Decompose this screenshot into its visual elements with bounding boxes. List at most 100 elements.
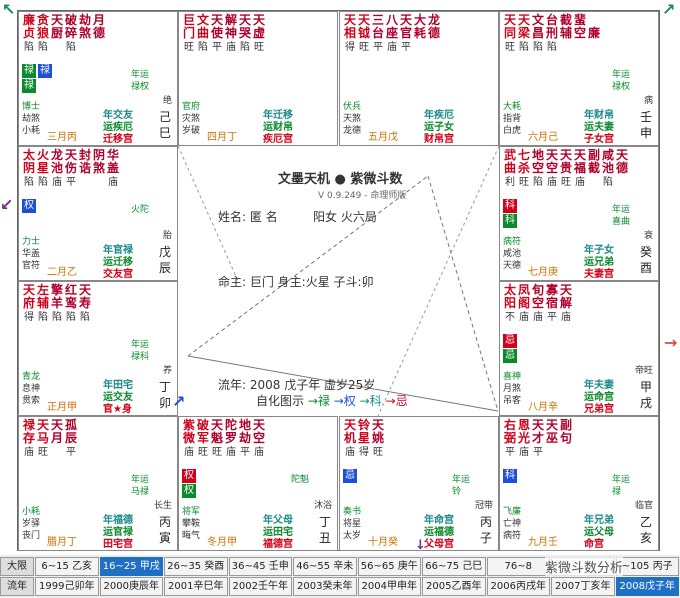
shensha-label: 病符 (503, 237, 522, 247)
palace-year: 年官禄 (103, 245, 133, 256)
life-stage: 长生 (153, 501, 172, 511)
ganzhi: 癸 (639, 245, 652, 259)
ganzhi: 丑 (318, 531, 331, 545)
palace-cell[interactable]: 天铃天机星姚庙得旺忌奏书将星太岁年运铃十月癸年命宫运福德父母宫冠带丙子 (339, 416, 499, 551)
liunian-tab[interactable]: 2000庚辰年 (99, 577, 163, 596)
chart-board: 廉贪天破劫月贞狼厨碎煞德陷陷陷禄禄禄博士劫煞小耗年运禄权三月丙年交友运疾厄迁移宫… (17, 10, 660, 551)
star-name: 羊 (50, 296, 63, 310)
arrow-icon-top-left: ↖ (2, 0, 16, 19)
liunian-tab[interactable]: 2005乙酉年 (422, 577, 486, 596)
shensha-label: 力士 (22, 237, 41, 247)
year-run-label: 禄 (612, 487, 622, 497)
liunian-tab[interactable]: 2003癸未年 (293, 577, 357, 596)
month-label: 八月辛 (528, 402, 558, 413)
palace-cell[interactable]: 天天文台截蜚同梁昌刑辅空廉旺陷陷陷大耗指背白虎年运禄权六月己年财帛运夫妻子女宫病… (499, 11, 659, 146)
palace-year: 年子女 (584, 245, 614, 256)
daxian-tab[interactable]: 36~45 壬申 (228, 557, 292, 576)
palace-cell[interactable]: 廉贪天破劫月贞狼厨碎煞德陷陷陷禄禄禄博士劫煞小耗年运禄权三月丙年交友运疾厄迁移宫… (18, 11, 178, 146)
daxian-tab[interactable]: ~105 丙子 (615, 557, 679, 576)
daxian-tab[interactable]: 56~65 庚午 (357, 557, 421, 576)
ganzhi: 辰 (158, 261, 171, 275)
liunian-tab[interactable]: 2004甲申年 (357, 577, 421, 596)
star-name: 文 (196, 13, 209, 27)
star-name: 地 (531, 148, 544, 162)
shensha-label: 指背 (503, 114, 522, 124)
palace-cell[interactable]: 太凤旬寡天阳阁空宿解不庙庙平庙忌忌喜神月煞吊客八月辛年夫妻运命宫兄弟宫帝旺甲戌 (499, 281, 659, 416)
liunian-tab[interactable]: 2007丁亥年 (551, 577, 615, 596)
star-name: 官 (399, 26, 412, 40)
palace-run: 运田宅 (263, 527, 293, 538)
life-stage: 病 (643, 96, 653, 106)
daxian-tab[interactable]: 26~35 癸酉 (164, 557, 228, 576)
star-name: 煞 (92, 161, 105, 175)
month-label: 三月丙 (47, 132, 77, 143)
star-name: 府 (22, 296, 35, 310)
liunian-tab[interactable]: 2006丙戌年 (486, 577, 550, 596)
palace-run: 运官禄 (103, 527, 133, 538)
daxian-tab[interactable]: 16~25 甲戌 (99, 557, 163, 576)
star-name: 咸 (601, 148, 614, 162)
ganzhi: 子 (479, 531, 492, 545)
star-name: 存 (22, 431, 35, 445)
liunian-tab[interactable]: 2002壬午年 (228, 577, 292, 596)
year-run-label: 马禄 (131, 487, 150, 497)
palace-cell[interactable]: 天左擎红天府辅羊鸾寿得陷陷陷陷青龙息神贯索年运禄科正月甲年田宅运交友官★身养丁卯 (18, 281, 178, 416)
star-name: 天 (357, 13, 370, 27)
month-label: 六月己 (528, 132, 558, 143)
daxian-tab[interactable]: 66~75 己巳 (422, 557, 486, 576)
star-name: 马 (36, 431, 49, 445)
star-name: 恩 (517, 418, 530, 432)
star-name: 空 (531, 296, 544, 310)
star-name: 辰 (64, 431, 77, 445)
palace-cell[interactable]: 天天三八天大龙相钺台座官耗德得旺平庙平伏兵天煞龙德五月戊年疾厄运子女财帛宫 (339, 11, 499, 146)
daxian-tab[interactable]: 6~15 乙亥 (35, 557, 99, 576)
star-name: 魁 (210, 431, 223, 445)
liunian-tab[interactable]: 2001辛巳年 (164, 577, 228, 596)
shensha-label: 息神 (22, 384, 41, 394)
star-brightness: 庙 (561, 312, 571, 323)
star-name: 解 (559, 296, 572, 310)
star-name: 天 (531, 418, 544, 432)
star-name: 八 (385, 13, 398, 27)
star-brightness: 平 (505, 447, 515, 458)
palace-year: 年福德 (103, 515, 133, 526)
shensha-label: 攀鞍 (182, 519, 201, 529)
palace-name: 夫妻宫 (584, 269, 614, 280)
star-name: 廉 (22, 13, 35, 27)
star-brightness: 陷 (80, 312, 90, 323)
liunian-tab[interactable]: 2008戊子年 (615, 577, 679, 596)
star-name: 机 (343, 431, 356, 445)
star-name: 台 (545, 13, 558, 27)
life-stage: 帝旺 (634, 366, 653, 376)
hua-mark: 科 (503, 199, 517, 213)
palace-name: 交友宫 (103, 269, 133, 280)
liunian-line: 流年: 2008 戊子年 虚岁25岁 (218, 378, 376, 392)
arrow-icon-top-right: ↗ (662, 0, 676, 19)
life-stage: 沐浴 (313, 501, 332, 511)
star-brightness: 陷 (198, 42, 208, 53)
shensha-label: 白虎 (503, 126, 522, 136)
daxian-tab[interactable]: 76~8 (486, 557, 550, 576)
star-name: 刑 (545, 26, 558, 40)
liunian-tab[interactable]: 1999己卯年 (35, 577, 99, 596)
palace-cell[interactable]: 巨文天解天天门曲使神哭虚旺陷平庙陷旺官府灾煞岁破四月丁年迁移运财帛疾厄宫 (178, 11, 338, 146)
star-name: 解 (224, 13, 237, 27)
shensha-label: 贯索 (22, 396, 41, 406)
palace-cell[interactable]: 紫破天陀地天微军魁罗劫空庙旺旺庙平庙权权将军攀鞍晦气陀魁冬月甲年父母运田宅福德宫… (178, 416, 338, 551)
star-name: 凤 (517, 283, 530, 297)
palace-cell[interactable]: 太火龙天封阴华阴星池伤诰煞盖陷陷庙平庙权力士华盖官符火陀二月乙年官禄运迁移交友宫… (18, 146, 178, 281)
palace-year: 年夫妻 (584, 380, 614, 391)
daxian-label: 大限 (0, 557, 34, 576)
palace-cell[interactable]: 右恩天天副弼光才巫句平庙平科飞廉亡神病符年运禄九月壬年兄弟运父母命宫临官乙亥 (499, 416, 659, 551)
legend-ji: →忌 (385, 394, 408, 408)
star-brightness: 陷 (38, 312, 48, 323)
daxian-tab[interactable]: 46~55 辛未 (293, 557, 357, 576)
star-brightness: 陷 (38, 177, 48, 188)
shensha-label: 岁破 (182, 126, 201, 136)
shensha-label: 飞廉 (503, 507, 522, 517)
star-name: 太 (22, 148, 35, 162)
palace-cell[interactable]: 武七地天天天副咸天曲杀空空贵福截池德利旺陷庙旺庙陷科科病符咸池天德年运喜曲七月庚… (499, 146, 659, 281)
star-brightness: 陷 (519, 42, 529, 53)
palace-cell[interactable]: 禄天天孤存马月辰庙旺平小耗岁驿丧门年运马禄腊月丁年福德运官禄田宅宫长生丙寅 (18, 416, 178, 551)
star-name: 阴 (22, 161, 35, 175)
